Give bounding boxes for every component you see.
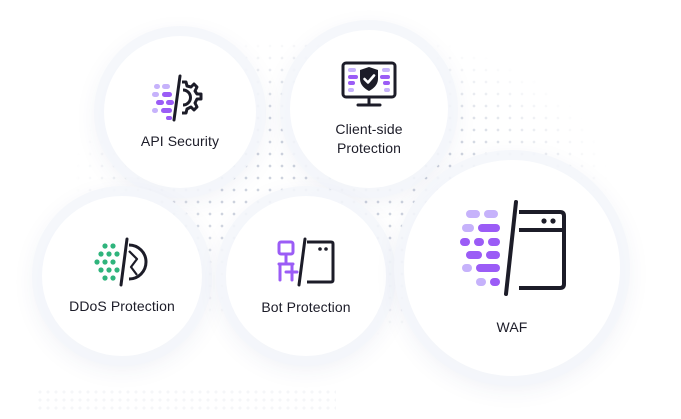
- waf-label: WAF: [496, 318, 528, 335]
- waf-browser-icon: [456, 199, 568, 296]
- ddos-protection-label: DDoS Protection: [69, 297, 175, 314]
- api-security-label: API Security: [140, 132, 220, 149]
- api-gear-icon: [150, 74, 210, 122]
- ddos-shield-icon: [91, 237, 153, 287]
- monitor-shield-icon: [340, 60, 398, 110]
- waf-card[interactable]: WAF: [404, 160, 620, 376]
- client-side-protection-label: Client-side Protection: [335, 121, 403, 156]
- client-side-protection-card[interactable]: Client-side Protection: [290, 30, 448, 188]
- bot-protection-card[interactable]: Bot Protection: [226, 196, 386, 356]
- bot-browser-icon: [275, 236, 337, 288]
- faded-footer-text: [36, 388, 336, 412]
- bot-protection-label: Bot Protection: [261, 298, 351, 315]
- api-security-card[interactable]: API Security: [104, 36, 256, 188]
- ddos-protection-card[interactable]: DDoS Protection: [42, 196, 202, 356]
